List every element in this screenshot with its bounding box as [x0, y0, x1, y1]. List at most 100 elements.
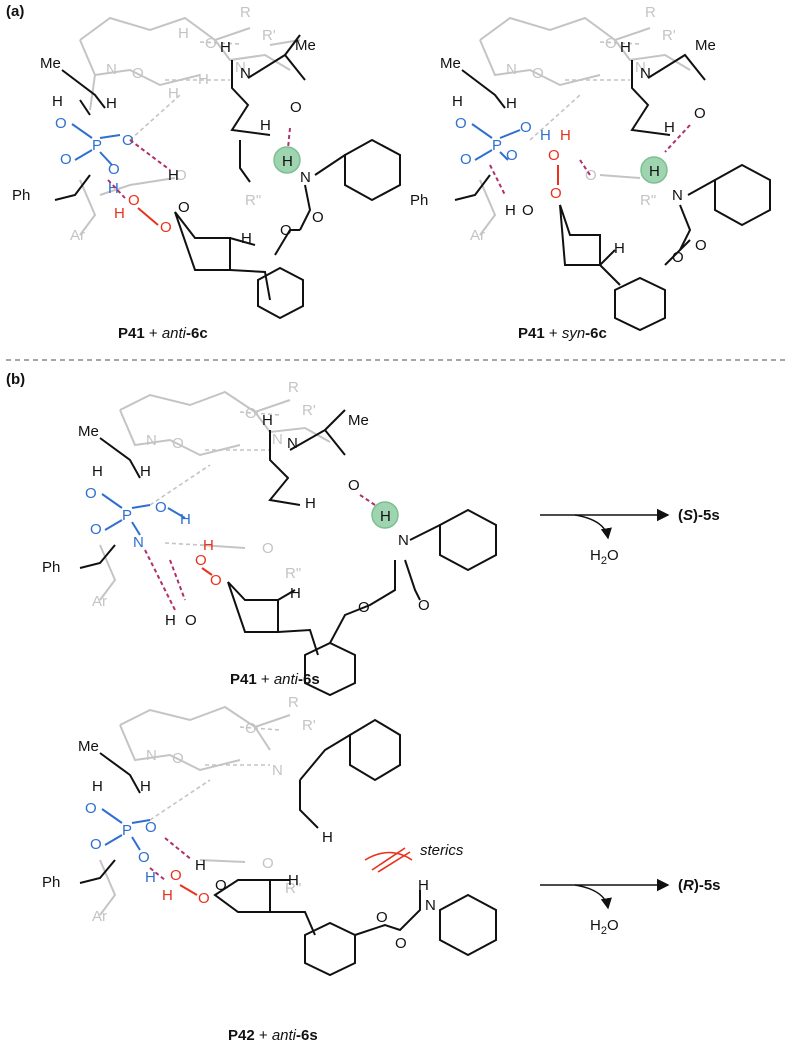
- atom-h: H: [52, 93, 63, 110]
- atom-h: H: [322, 829, 333, 846]
- atom-h: H: [305, 495, 316, 512]
- atom-h: H: [168, 85, 179, 102]
- atom-o: O: [178, 199, 190, 216]
- atom-n: N: [300, 169, 311, 186]
- atom-o: O: [195, 552, 207, 569]
- atom-r1: R': [302, 717, 316, 734]
- atom-n: N: [287, 435, 298, 452]
- caption-a-left: P41 + anti-6c: [118, 325, 208, 342]
- atom-o: O: [695, 237, 707, 254]
- atom-h: H: [620, 39, 631, 56]
- byproduct-top: H2O: [590, 547, 619, 567]
- atom-o: O: [90, 521, 102, 538]
- panel-label-a: (a): [6, 3, 24, 20]
- atom-me: Me: [348, 412, 369, 429]
- atom-o: O: [60, 151, 72, 168]
- atom-h: H: [195, 857, 206, 874]
- sterics-clash-icon: [364, 847, 413, 873]
- atom-r2: R": [285, 880, 301, 897]
- atom-o: O: [170, 867, 182, 884]
- atom-n: N: [133, 534, 144, 551]
- atom-h: H: [180, 511, 191, 528]
- atom-o: O: [55, 115, 67, 132]
- atom-h: H: [220, 39, 231, 56]
- product-bottom: (R)-5s: [678, 877, 721, 894]
- atom-ar: Ar: [92, 593, 107, 610]
- atom-n: N: [235, 59, 246, 76]
- atom-h: H: [506, 95, 517, 112]
- atom-h: H: [140, 463, 151, 480]
- atom-n: N: [240, 65, 251, 82]
- atom-o: O: [132, 65, 144, 82]
- atom-p: P: [92, 137, 102, 154]
- structure-b-top: R R' R" Ar O N O N O Me H H H N Me O H P…: [42, 379, 497, 697]
- atom-o: O: [262, 540, 274, 557]
- atom-o: O: [90, 836, 102, 853]
- atom-o: O: [312, 209, 324, 226]
- atom-ar: Ar: [70, 227, 85, 244]
- atom-o: O: [455, 115, 467, 132]
- atom-o: O: [145, 819, 157, 836]
- reaction-arrow-top: [540, 508, 670, 540]
- atom-ph: Ph: [12, 187, 30, 204]
- caption-b-bottom: P42 + anti-6s: [228, 1027, 318, 1044]
- atom-o: O: [280, 222, 292, 239]
- atom-me: Me: [40, 55, 61, 72]
- atom-r2: R": [285, 565, 301, 582]
- atom-o: O: [395, 935, 407, 952]
- atom-n: N: [106, 61, 117, 78]
- atom-o: O: [522, 202, 534, 219]
- atom-r2: R": [640, 192, 656, 209]
- atom-h: H: [140, 778, 151, 795]
- atom-p: P: [492, 137, 502, 154]
- atom-h: H: [92, 463, 103, 480]
- atom-h: H: [614, 240, 625, 257]
- atom-n: N: [635, 59, 646, 76]
- atom-o: O: [358, 599, 370, 616]
- atom-o: O: [215, 877, 227, 894]
- caption-a-right: P41 + syn-6c: [518, 325, 607, 342]
- atom-h: H: [262, 412, 273, 429]
- atom-r2: R": [245, 192, 261, 209]
- atom-h: H: [560, 127, 571, 144]
- atom-o: O: [175, 167, 187, 184]
- atom-o: O: [548, 147, 560, 164]
- atom-o: O: [138, 849, 150, 866]
- atom-h: H: [108, 180, 119, 197]
- atom-o: O: [532, 65, 544, 82]
- atom-n: N: [272, 431, 283, 448]
- atom-o: O: [694, 105, 706, 122]
- atom-n: N: [146, 432, 157, 449]
- atom-h: H: [418, 877, 429, 894]
- atom-h: H: [540, 127, 551, 144]
- atom-n: N: [272, 762, 283, 779]
- atom-me: Me: [78, 423, 99, 440]
- atom-h: H: [241, 230, 252, 247]
- atom-n: N: [640, 65, 651, 82]
- atom-o: O: [122, 132, 134, 149]
- reaction-arrow-bottom: [540, 878, 670, 910]
- atom-o: O: [585, 167, 597, 184]
- atom-r1: R': [662, 27, 676, 44]
- atom-h: H: [198, 71, 209, 88]
- atom-h: H: [162, 887, 173, 904]
- atom-o: O: [160, 219, 172, 236]
- atom-o: O: [418, 597, 430, 614]
- panel-label-b: (b): [6, 371, 25, 388]
- atom-h: H: [505, 202, 516, 219]
- atom-o: O: [245, 405, 257, 422]
- atom-r: R: [288, 379, 299, 396]
- atom-r1: R': [262, 27, 276, 44]
- atom-r1: R': [302, 402, 316, 419]
- atom-h: H: [114, 205, 125, 222]
- atom-o: O: [506, 147, 518, 164]
- atom-h: H: [452, 93, 463, 110]
- atom-p: P: [122, 822, 132, 839]
- structure-b-bottom: R R' R" Ar O N O N O Me H H H Ph O P O O…: [42, 694, 497, 977]
- atom-me: Me: [295, 37, 316, 54]
- atom-h: H: [168, 167, 179, 184]
- atom-me: Me: [695, 37, 716, 54]
- atom-h: H: [380, 508, 391, 525]
- atom-o: O: [85, 485, 97, 502]
